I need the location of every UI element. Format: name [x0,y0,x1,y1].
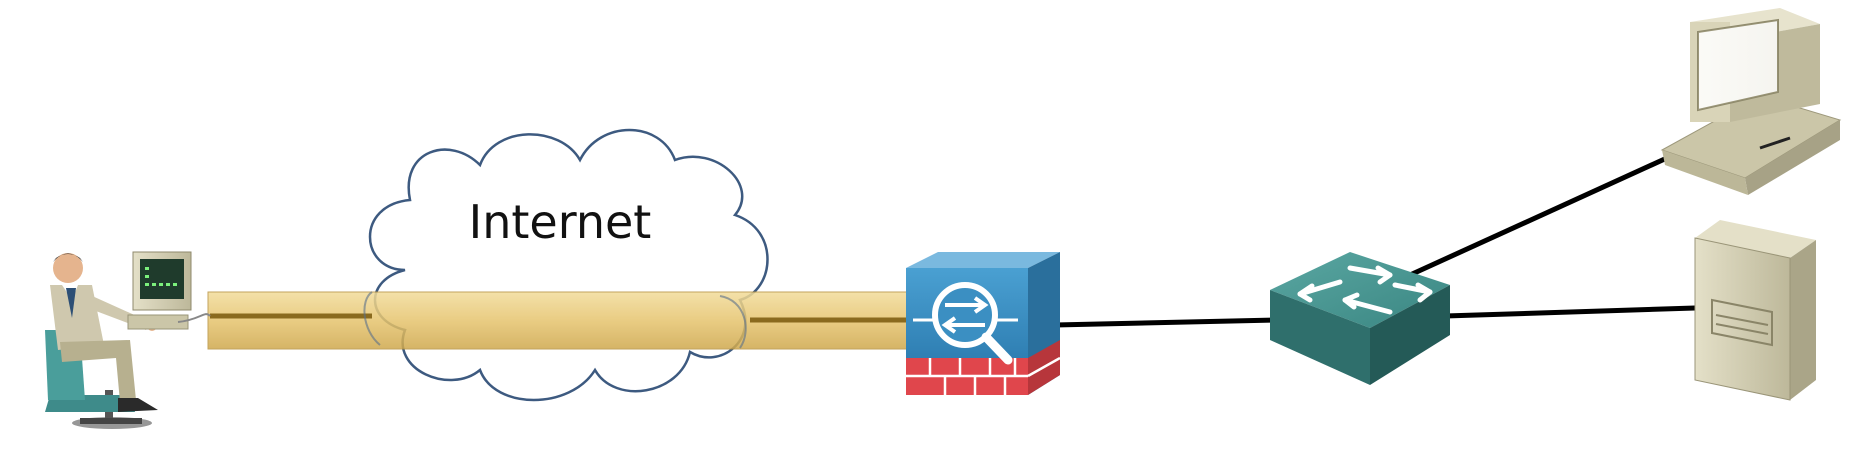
firewall-security-appliance-icon [906,252,1061,395]
links [1054,149,1696,328]
link-firewall-switch [1054,317,1276,328]
vpn-tunnel [207,291,909,350]
desktop-computer-icon [1660,8,1842,195]
cloud-shape [368,128,769,402]
cloud-label: Internet [469,195,652,249]
network-switch-icon [1270,252,1450,385]
tower-server-icon [1694,220,1816,401]
cloud-outline-through-tunnel [363,291,747,349]
remote-user-workstation-icon [45,251,211,429]
link-switch-desktop [1408,149,1682,278]
link-switch-server [1444,305,1696,319]
internet-cloud: Internet [368,128,769,402]
